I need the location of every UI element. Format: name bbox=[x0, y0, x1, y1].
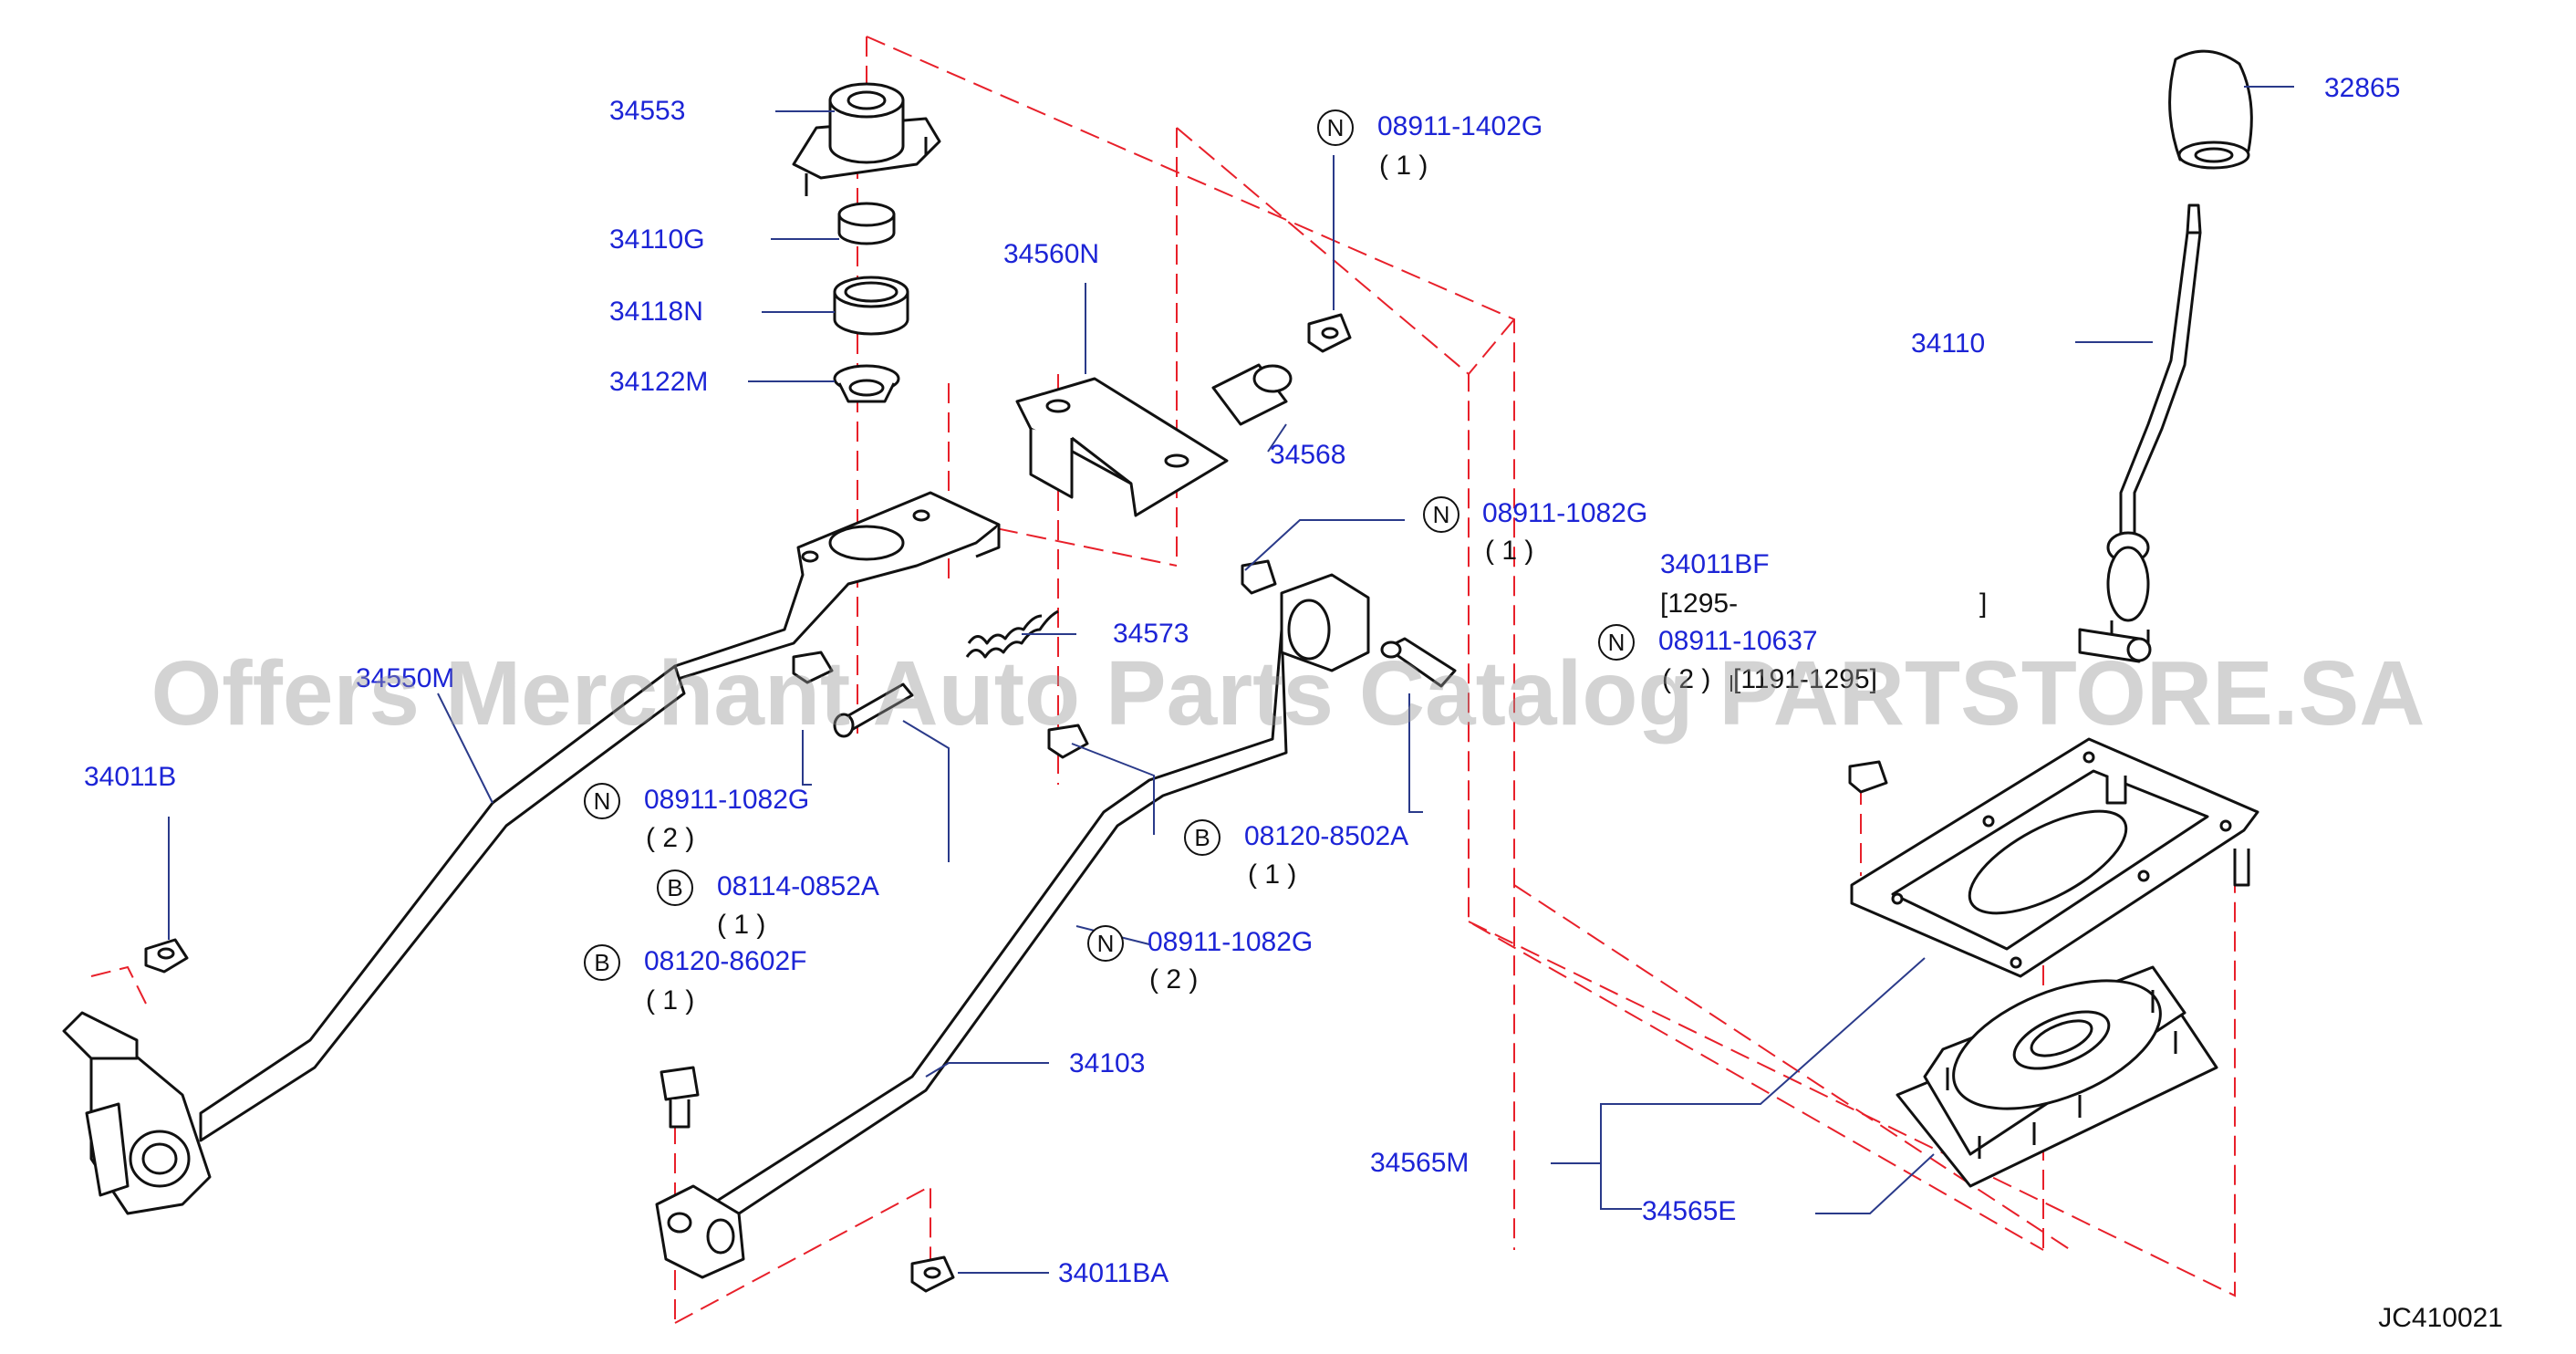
control-rod-34103 bbox=[655, 573, 1370, 1279]
nut-10637 bbox=[1848, 760, 1888, 794]
lever-bracket-34550M bbox=[62, 491, 1001, 1215]
diagram-code: JC410021 bbox=[2378, 1303, 2503, 1333]
label-34110G: 34110G bbox=[609, 224, 705, 255]
pin-08114 bbox=[833, 682, 914, 738]
bolt-8602F bbox=[660, 1066, 700, 1129]
bracket-34560N bbox=[1015, 377, 1229, 517]
nut-34011B bbox=[144, 938, 189, 974]
fastener-qty-1402G: ( 1 ) bbox=[1379, 151, 1428, 181]
fastener-prefix-8602F: B bbox=[584, 944, 620, 981]
label-34553: 34553 bbox=[609, 96, 686, 126]
nut-1082G-b bbox=[792, 651, 834, 684]
fastener-qty-0852A: ( 1 ) bbox=[717, 910, 766, 940]
label-34118N: 34118N bbox=[609, 297, 703, 327]
fastener-prefix-1082G-mid: N bbox=[584, 783, 620, 819]
label-34011B: 34011B bbox=[84, 762, 177, 792]
ring-34110G bbox=[837, 202, 896, 245]
fastener-qty-10637: ( 2 ) bbox=[1662, 664, 1711, 694]
bushing-housing-34553 bbox=[792, 82, 941, 196]
label-34568: 34568 bbox=[1270, 440, 1346, 470]
fastener-prefix-10637: N bbox=[1598, 624, 1635, 661]
knob-32865 bbox=[2168, 49, 2253, 170]
label-34565E: 34565E bbox=[1642, 1196, 1737, 1226]
label-34573: 34573 bbox=[1113, 619, 1189, 649]
nut-34011BA bbox=[910, 1255, 955, 1293]
nut-1402G bbox=[1307, 313, 1352, 353]
fastener-prefix-8502A: B bbox=[1184, 819, 1220, 856]
boot-cover-34565E bbox=[1896, 965, 2218, 1188]
fastener-qty-1082G-top: ( 1 ) bbox=[1485, 536, 1534, 566]
fastener-qty-8502A: ( 1 ) bbox=[1248, 859, 1297, 890]
sleeve-34568 bbox=[1211, 363, 1293, 426]
fastener-qty-1082G-low: ( 2 ) bbox=[1149, 964, 1199, 995]
shift-lever-34110 bbox=[2078, 203, 2202, 663]
bolt-8502A bbox=[1380, 637, 1457, 688]
date-range-1191-1295: [1191-1295] bbox=[1733, 664, 1877, 694]
fastener-code-10637: 08911-10637 bbox=[1658, 626, 1818, 656]
spring-34573 bbox=[965, 609, 1059, 659]
fastener-prefix-1402G: N bbox=[1317, 109, 1354, 146]
phantom-lines bbox=[90, 36, 2236, 1324]
label-34103: 34103 bbox=[1069, 1048, 1146, 1078]
label-34011BA: 34011BA bbox=[1058, 1258, 1169, 1288]
label-34550M: 34550M bbox=[356, 663, 455, 693]
fastener-code-0852A: 08114-0852A bbox=[717, 871, 879, 901]
label-34560N: 34560N bbox=[1003, 239, 1100, 269]
fastener-prefix-0852A: B bbox=[657, 870, 693, 906]
label-34122M: 34122M bbox=[609, 367, 709, 397]
label-34110: 34110 bbox=[1911, 328, 1986, 359]
fastener-qty-1082G-mid: ( 2 ) bbox=[646, 823, 695, 853]
components bbox=[62, 49, 2259, 1293]
fastener-code-1082G-low: 08911-1082G bbox=[1148, 927, 1314, 957]
fastener-code-1082G-mid: 08911-1082G bbox=[644, 785, 810, 815]
gasket-plate-34565M bbox=[1850, 737, 2259, 978]
nut-1082G-c bbox=[1047, 724, 1089, 759]
fastener-qty-8602F: ( 1 ) bbox=[646, 985, 695, 1016]
leader-lines bbox=[168, 86, 2294, 1274]
date-range-1295-end: ] bbox=[1979, 588, 1988, 619]
seat-34122M bbox=[833, 364, 900, 403]
label-34011BF: 34011BF bbox=[1660, 549, 1770, 579]
bushing-34118N bbox=[833, 276, 909, 336]
date-range-1295: [1295- bbox=[1660, 588, 1739, 619]
label-34565M: 34565M bbox=[1370, 1148, 1470, 1178]
fastener-prefix-1082G-top: N bbox=[1423, 496, 1459, 533]
fastener-code-8602F: 08120-8602F bbox=[644, 946, 807, 976]
fastener-code-1082G-top: 08911-1082G bbox=[1482, 498, 1648, 528]
fastener-code-8502A: 08120-8502A bbox=[1244, 821, 1409, 851]
fastener-prefix-1082G-low: N bbox=[1087, 925, 1124, 962]
label-32865: 32865 bbox=[2324, 73, 2401, 103]
fastener-code-1402G: 08911-1402G bbox=[1377, 111, 1543, 141]
nut-1082G-a bbox=[1241, 559, 1277, 595]
